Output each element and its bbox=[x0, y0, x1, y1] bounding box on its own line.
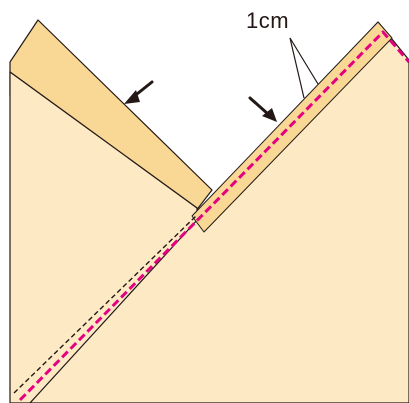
measurement-label: 1cm bbox=[246, 8, 290, 33]
stitch-line bbox=[18, 30, 409, 402]
arrow-down-right-icon bbox=[248, 96, 277, 122]
arrow-down-left-icon bbox=[124, 80, 154, 104]
guide-line-dashed bbox=[13, 215, 197, 394]
callout-leader-1 bbox=[289, 37, 305, 99]
callout-leader-2 bbox=[289, 37, 319, 85]
